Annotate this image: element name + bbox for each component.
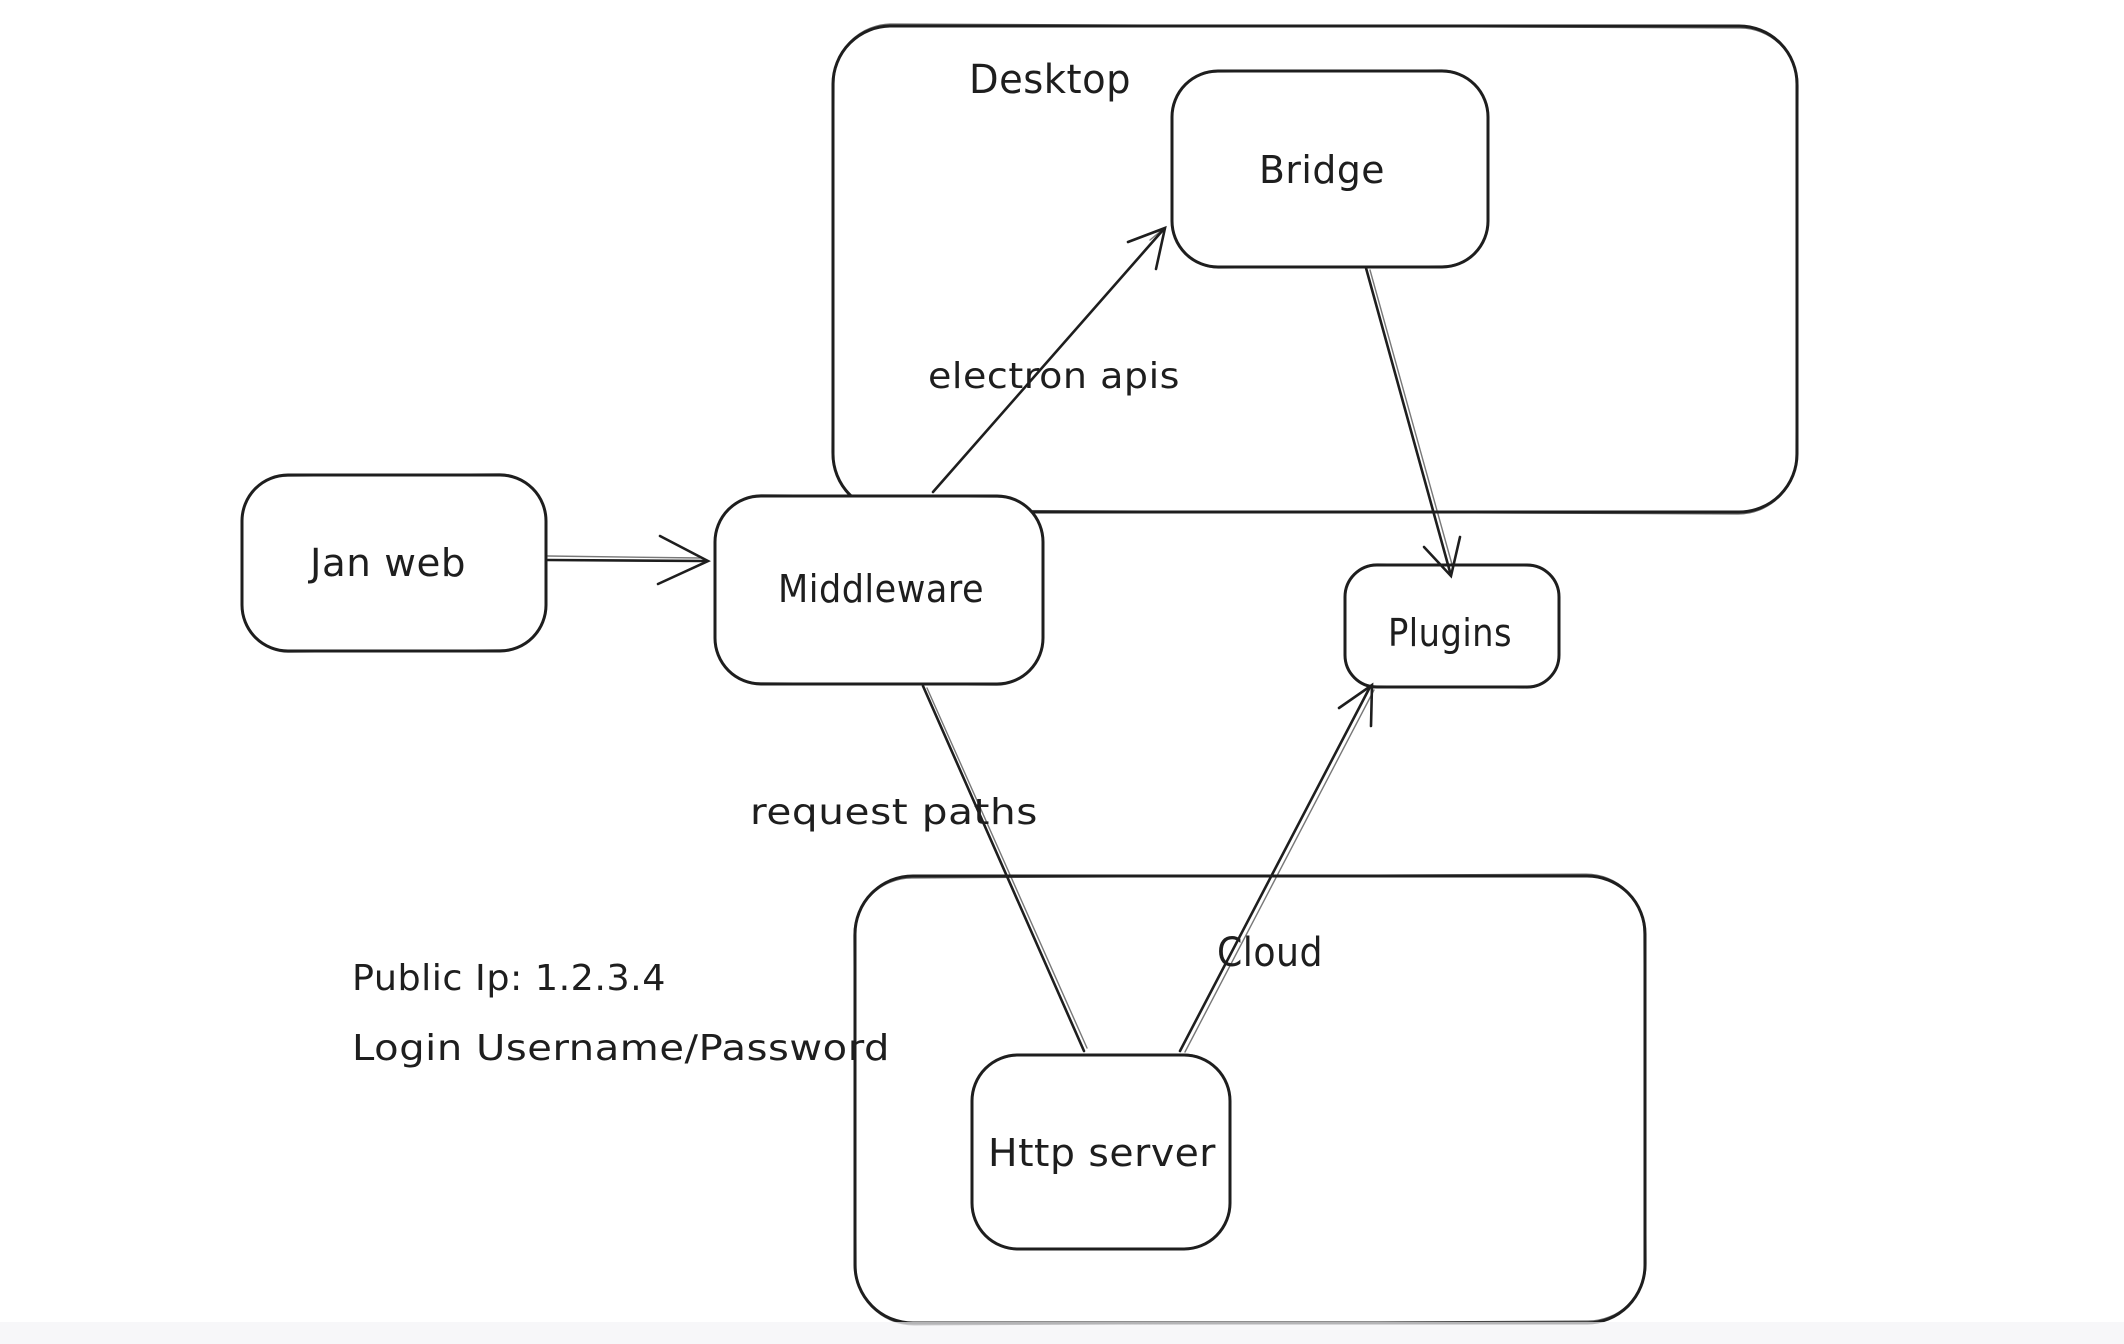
arrowhead-bridge: [1126, 225, 1167, 271]
edge-label-request-paths: request paths: [750, 792, 1038, 833]
edge-httpserver-plugins[interactable]: [1178, 682, 1375, 1053]
edge-middleware-httpserver[interactable]: [921, 684, 1088, 1053]
arrowhead-plugins-bottom: [1337, 682, 1374, 728]
node-middleware-label: Middleware: [778, 567, 984, 611]
container-cloud-label: Cloud: [1217, 930, 1323, 976]
arrowhead-middleware: [656, 534, 711, 586]
node-jan-web-label: Jan web: [308, 541, 466, 585]
node-plugins[interactable]: [1343, 563, 1561, 689]
edge-janweb-middleware[interactable]: [546, 534, 711, 586]
node-http-server-label: Http server: [988, 1131, 1216, 1175]
canvas-bottom-shade: [0, 1322, 2124, 1344]
annotation-public-ip: Public Ip: 1.2.3.4: [352, 958, 666, 999]
node-bridge[interactable]: [1170, 69, 1490, 269]
node-http-server[interactable]: [970, 1053, 1232, 1251]
node-bridge-label: Bridge: [1259, 148, 1385, 192]
edge-bridge-plugins[interactable]: [1364, 266, 1462, 579]
arrowhead-plugins-top: [1422, 535, 1462, 579]
node-jan-web[interactable]: [240, 473, 548, 653]
edge-label-electron-apis: electron apis: [928, 356, 1180, 397]
node-plugins-label: Plugins: [1388, 611, 1512, 655]
edge-middleware-bridge[interactable]: [931, 225, 1167, 494]
annotation-login: Login Username/Password: [352, 1028, 890, 1069]
container-desktop-label: Desktop: [969, 57, 1131, 103]
node-middleware[interactable]: [713, 494, 1045, 686]
container-desktop[interactable]: [831, 23, 1799, 515]
